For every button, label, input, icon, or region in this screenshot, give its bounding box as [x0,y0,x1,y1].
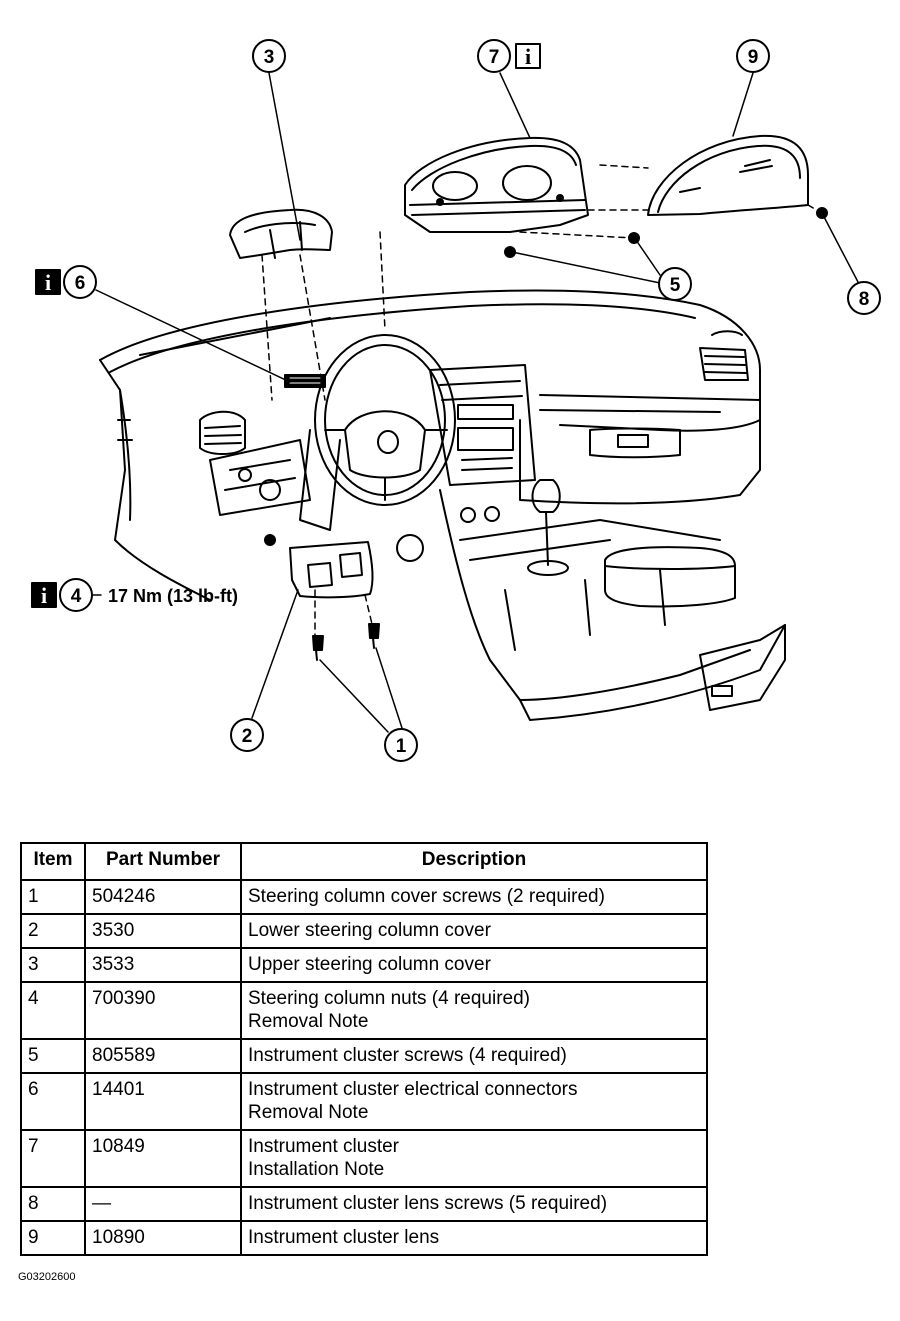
description-cell: Instrument cluster Installation Note [240,1129,708,1188]
instrument-cluster-illustration [404,136,589,233]
svg-text:3: 3 [264,47,275,68]
callout-6: 6 [63,265,97,299]
description-note: Removal Note [248,1102,369,1123]
item-cell: 4 [20,981,86,1040]
callout-8: 8 [847,281,881,315]
svg-text:1: 1 [396,736,407,757]
description-cell: Lower steering column cover [240,913,708,949]
svg-text:7: 7 [489,47,500,68]
item-cell: 7 [20,1129,86,1188]
torque-spec: 17 Nm (13 lb-ft) [108,586,238,606]
part-number-cell: 3530 [84,913,242,949]
figure-code: G03202600 [18,1271,76,1283]
description-cell: Instrument cluster lens screws (5 requir… [240,1186,708,1222]
column-header-part-number: Part Number [84,842,242,881]
table-row: 4 700390 Steering column nuts (4 require… [20,981,708,1040]
table-row: 7 10849 Instrument cluster Installation … [20,1129,708,1188]
lower-column-cover-illustration [289,541,374,599]
svg-text:8: 8 [859,289,870,310]
description-cell: Upper steering column cover [240,947,708,983]
description-line: Instrument cluster [248,1136,399,1157]
parts-table: Item Part Number Description 1 504246 St… [20,842,708,1256]
steering-wheel-illustration [314,334,456,506]
description-cell: Steering column cover screws (2 required… [240,879,708,915]
svg-text:2: 2 [242,726,253,747]
description-note: Installation Note [248,1159,385,1180]
svg-text:9: 9 [748,47,759,68]
description-line: Steering column cover screws (2 required… [248,886,605,907]
callout-7: 7 [477,39,511,73]
info-icon: i [515,43,541,69]
table-row: 6 14401 Instrument cluster electrical co… [20,1072,708,1131]
callout-5: 5 [658,267,692,301]
description-cell: Instrument cluster lens [240,1220,708,1256]
upper-column-cover-illustration [229,208,333,259]
svg-text:i: i [41,583,47,608]
callout-4: 4 [59,578,93,612]
description-line: Upper steering column cover [248,954,491,975]
info-icon: i [35,269,61,295]
description-cell: Instrument cluster electrical connectors… [240,1072,708,1131]
callout-1: 1 [384,728,418,762]
info-icon: i [31,582,57,608]
item-cell: 3 [20,947,86,983]
item-cell: 8 [20,1186,86,1222]
description-line: Instrument cluster lens [248,1227,440,1248]
part-number-cell: 14401 [84,1072,242,1131]
svg-text:i: i [45,270,51,295]
part-number-cell: 805589 [84,1038,242,1074]
part-number-cell: 3533 [84,947,242,983]
description-line: Instrument cluster electrical connectors [248,1079,578,1100]
callout-3: 3 [252,39,286,73]
description-line: Steering column nuts (4 required) [248,988,530,1009]
cluster-lens-illustration [647,134,809,216]
part-number-cell: 10890 [84,1220,242,1256]
callout-9: 9 [736,39,770,73]
description-cell: Steering column nuts (4 required) Remova… [240,981,708,1040]
exploded-view-diagram: 3 7 i 9 i 6 5 8 [31,39,881,762]
svg-text:5: 5 [670,275,681,296]
column-header-item: Item [20,842,86,881]
description-line: Lower steering column cover [248,920,491,941]
svg-text:i: i [525,44,531,69]
description-cell: Instrument cluster screws (4 required) [240,1038,708,1074]
explode-lines [261,164,823,637]
part-number-cell: — [84,1186,242,1222]
part-number-cell: 700390 [84,981,242,1040]
connector-illustration [284,374,326,388]
table-row: 9 10890 Instrument cluster lens [20,1220,708,1256]
table-row: 5 805589 Instrument cluster screws (4 re… [20,1038,708,1074]
table-header-row: Item Part Number Description [20,842,708,881]
leader-lines [91,72,859,733]
description-note: Removal Note [248,1011,369,1032]
column-header-description: Description [240,842,708,881]
part-number-cell: 504246 [84,879,242,915]
table-row: 1 504246 Steering column cover screws (2… [20,879,708,915]
svg-text:6: 6 [75,273,86,294]
dashboard-illustration [99,289,786,721]
screw-illustrations [264,207,828,661]
item-cell: 5 [20,1038,86,1074]
item-cell: 2 [20,913,86,949]
callout-2: 2 [230,718,264,752]
table-row: 2 3530 Lower steering column cover [20,913,708,949]
description-line: Instrument cluster screws (4 required) [248,1045,567,1066]
table-row: 8 — Instrument cluster lens screws (5 re… [20,1186,708,1222]
svg-text:4: 4 [71,586,82,607]
description-line: Instrument cluster lens screws (5 requir… [248,1193,608,1214]
item-cell: 6 [20,1072,86,1131]
item-cell: 1 [20,879,86,915]
item-cell: 9 [20,1220,86,1256]
part-number-cell: 10849 [84,1129,242,1188]
table-row: 3 3533 Upper steering column cover [20,947,708,983]
